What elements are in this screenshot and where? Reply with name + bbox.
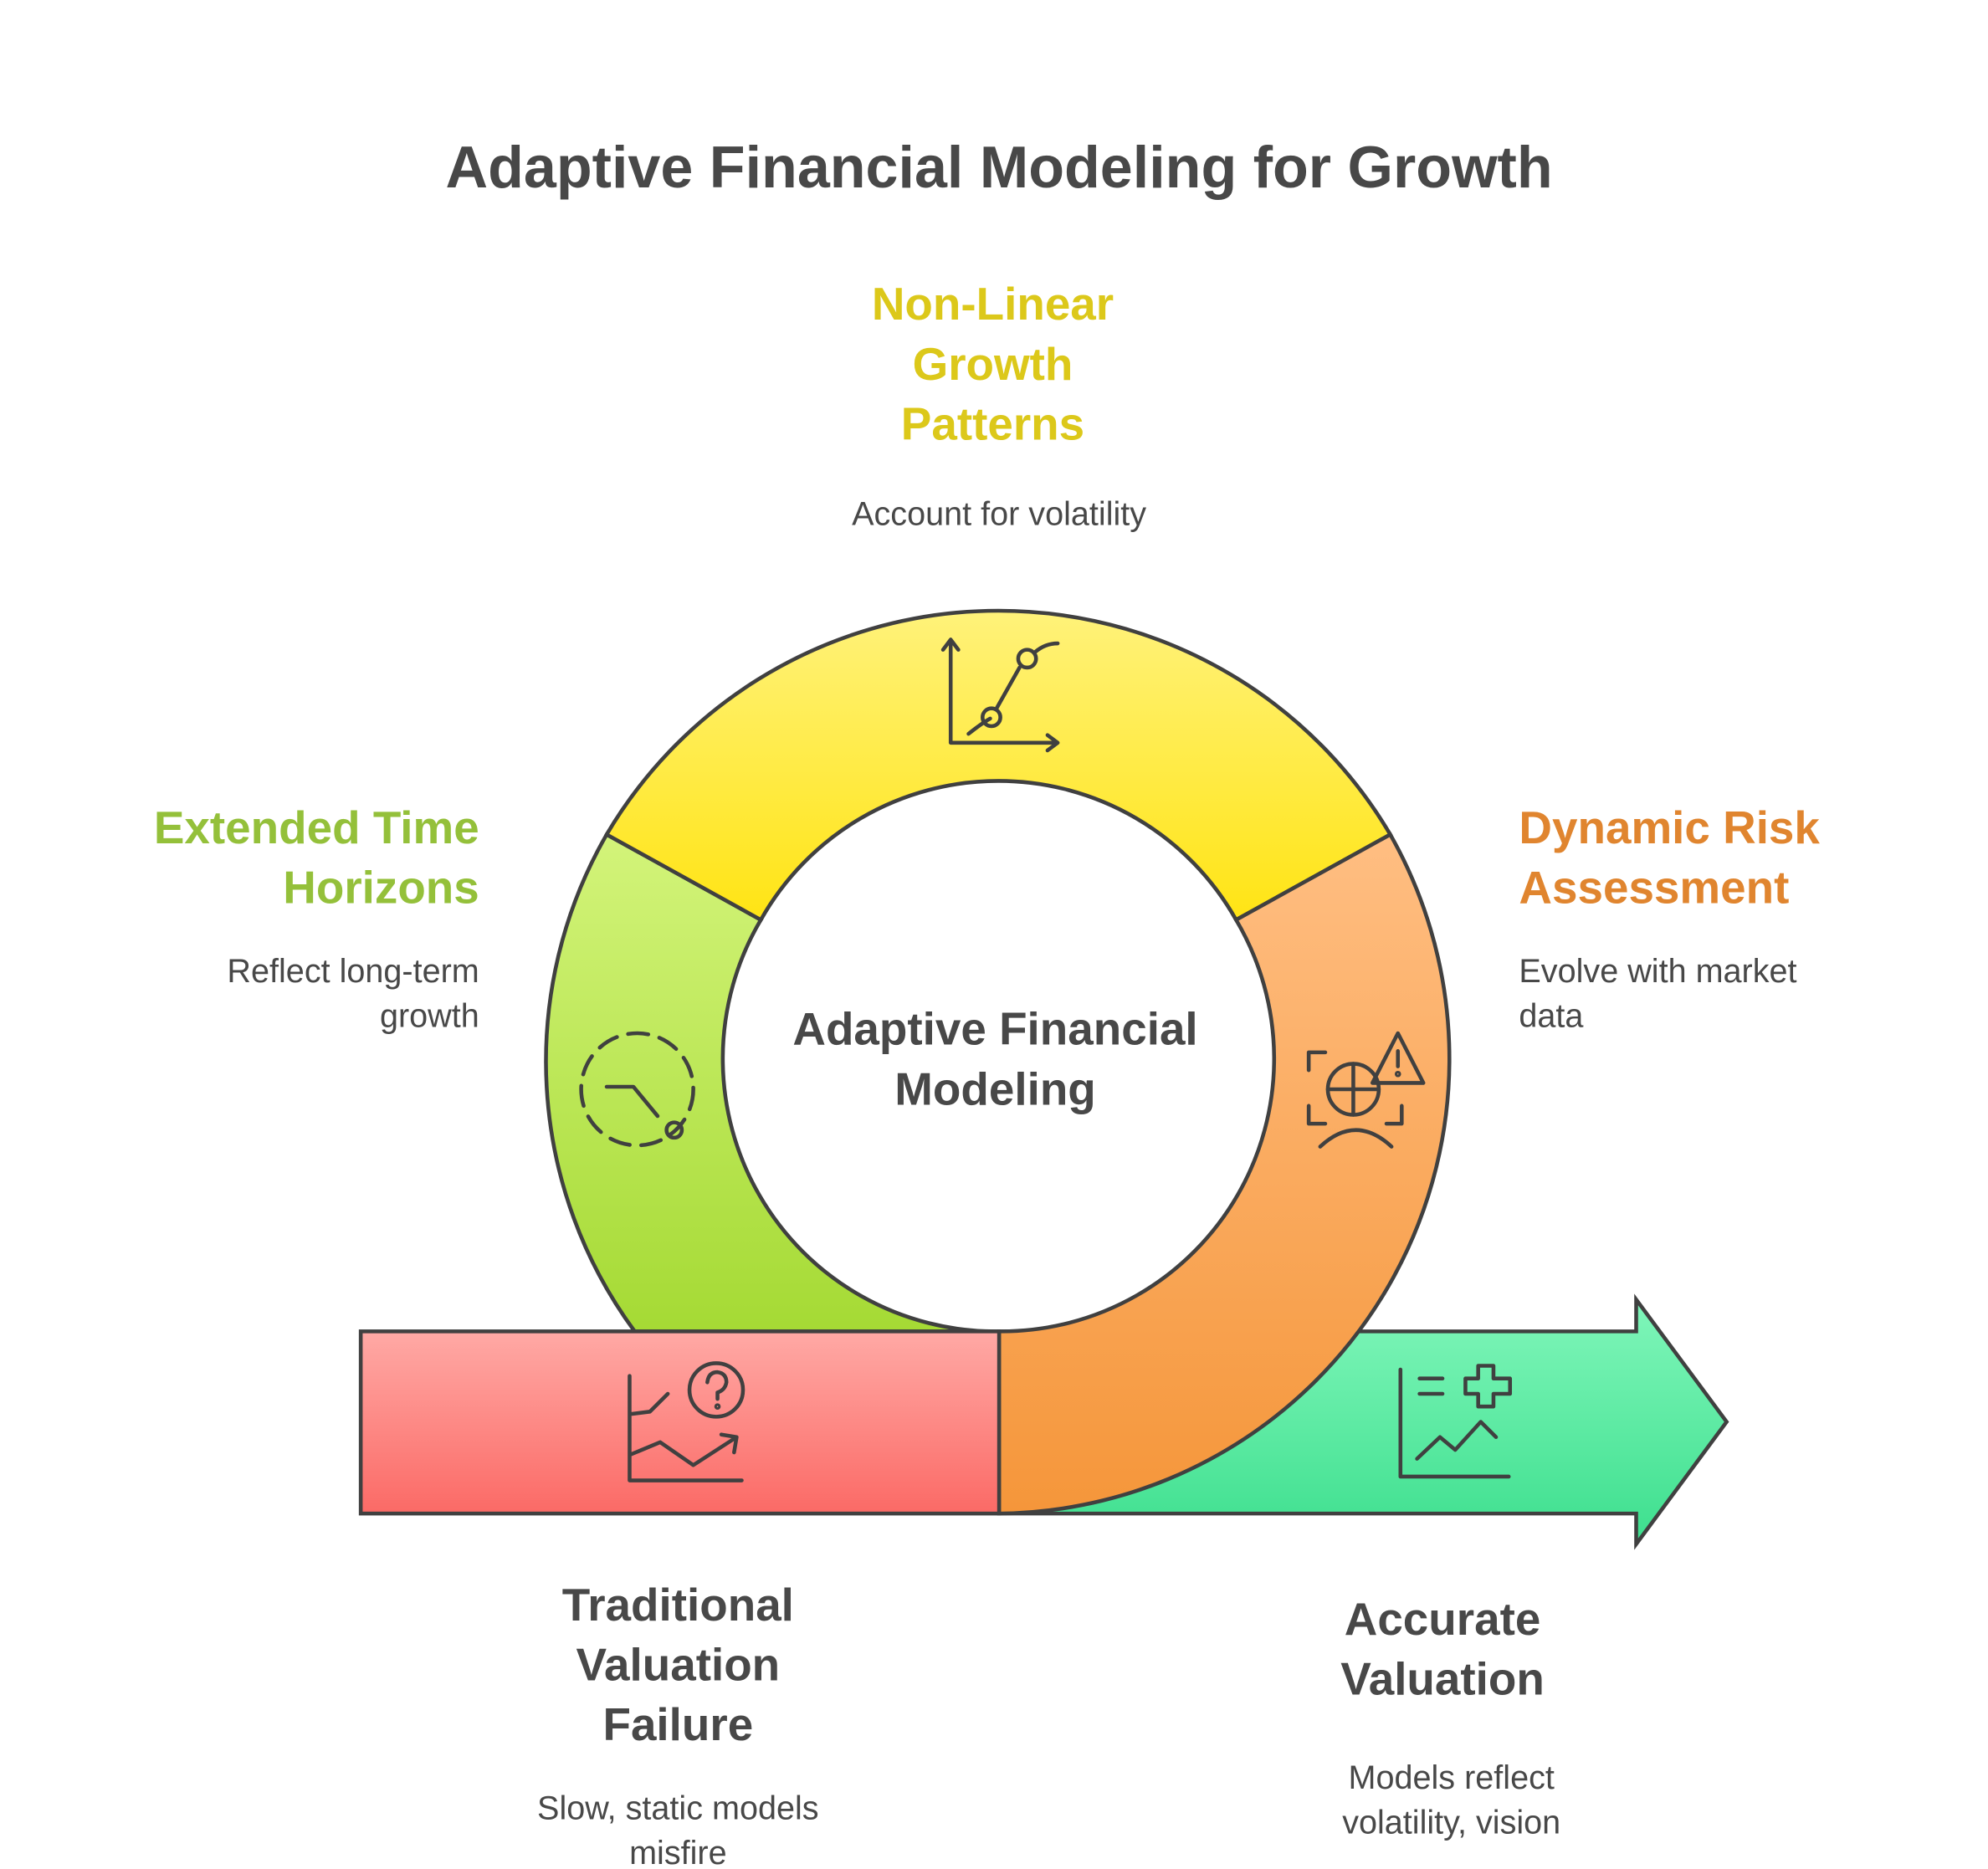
heading-line: Horizons	[283, 862, 479, 914]
start-box	[358, 1329, 1002, 1516]
heading-line: Non-Linear	[872, 278, 1114, 330]
label-start: Traditional Valuation Failure Slow, stat…	[537, 1579, 819, 1869]
description: volatility, vision	[1342, 1804, 1560, 1841]
heading-line: Growth	[913, 338, 1073, 390]
description: growth	[380, 997, 479, 1034]
description: Reflect long-term	[227, 953, 479, 990]
segment-non-linear	[603, 608, 1393, 923]
label-end: Accurate Valuation Models reflect volati…	[1340, 1593, 1560, 1841]
s-curve-chart-icon	[940, 638, 1060, 753]
heading-line: Failure	[602, 1698, 753, 1750]
description: Account for volatility	[852, 495, 1146, 532]
center-label-line2: Modeling	[894, 1063, 1096, 1114]
label-extended-time: Extended Time Horizons Reflect long-term…	[154, 801, 479, 1034]
label-non-linear: Non-Linear Growth Patterns Account for v…	[852, 278, 1146, 532]
center-label-line1: Adaptive Financial	[792, 1003, 1197, 1055]
description: Slow, static models	[537, 1790, 819, 1827]
description: Models reflect	[1349, 1759, 1555, 1796]
description: Evolve with market	[1519, 953, 1796, 990]
heading-line: Valuation	[1340, 1652, 1545, 1704]
description: data	[1519, 997, 1584, 1034]
heading-line: Assessment	[1519, 862, 1789, 914]
segment-dynamic-risk	[997, 832, 1452, 1516]
chart-question-icon	[628, 1361, 746, 1482]
label-dynamic-risk: Dynamic Risk Assessment Evolve with mark…	[1519, 801, 1820, 1034]
heading-line: Patterns	[901, 397, 1084, 449]
risk-scan-icon	[1306, 1031, 1426, 1149]
heading-line: Dynamic Risk	[1519, 801, 1820, 853]
heading-line: Accurate	[1345, 1593, 1541, 1645]
chart-plus-icon	[1398, 1364, 1513, 1479]
segment-extended-time	[544, 832, 1000, 1334]
description: misfire	[629, 1835, 727, 1869]
heading-line: Extended Time	[154, 801, 479, 853]
heading-line: Traditional	[562, 1579, 794, 1631]
dashed-clock-icon	[579, 1031, 695, 1148]
heading-line: Valuation	[576, 1639, 781, 1691]
page-title: Adaptive Financial Modeling for Growth	[446, 135, 1553, 200]
